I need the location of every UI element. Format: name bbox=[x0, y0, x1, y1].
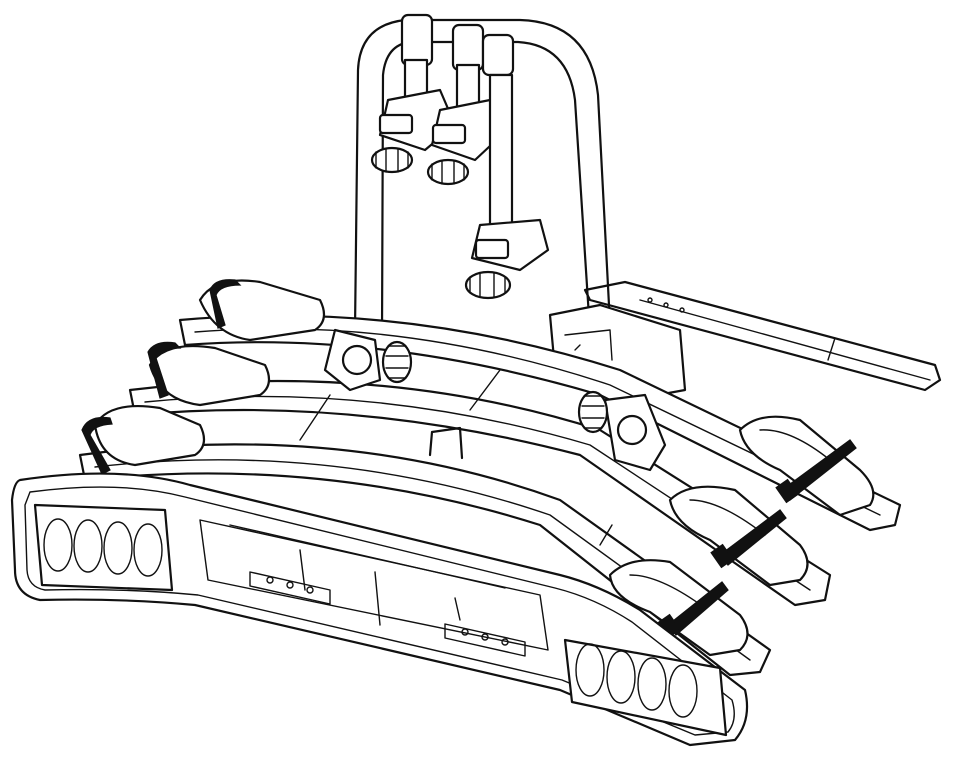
tail-light-icon bbox=[33, 503, 174, 592]
wheel-rail-middle bbox=[128, 341, 832, 607]
ratchet-strap-icon bbox=[775, 439, 857, 504]
carry-handle bbox=[428, 426, 464, 460]
rail-clamp-right bbox=[577, 390, 667, 472]
hitch-arm bbox=[583, 280, 942, 392]
light-board bbox=[10, 472, 749, 747]
tightening-knob-icon bbox=[577, 390, 609, 434]
wheel-cradle-icon bbox=[608, 559, 749, 657]
tightening-knob-icon bbox=[426, 158, 470, 186]
wheel-cradle-icon bbox=[81, 404, 206, 475]
tightening-knob-icon bbox=[381, 340, 413, 384]
licence-plate-area bbox=[199, 519, 549, 657]
frame-clamp-middle bbox=[426, 23, 507, 186]
upright-frame bbox=[353, 18, 617, 422]
wheel-rail-front bbox=[78, 404, 772, 677]
tightening-knob-icon bbox=[370, 146, 414, 174]
cross-members bbox=[299, 369, 613, 546]
rail-clamp-left bbox=[323, 328, 413, 392]
ratchet-strap-icon bbox=[710, 509, 787, 569]
wheel-cradle-icon bbox=[198, 279, 326, 342]
tightening-knob-icon bbox=[464, 270, 512, 300]
tail-light-icon bbox=[563, 638, 728, 737]
wheel-cradle-icon bbox=[147, 341, 271, 407]
wheel-cradle-icon bbox=[738, 415, 875, 517]
ratchet-strap-icon bbox=[657, 581, 729, 639]
wheel-rail-back bbox=[178, 279, 902, 532]
frame-clamp-right bbox=[464, 33, 550, 300]
